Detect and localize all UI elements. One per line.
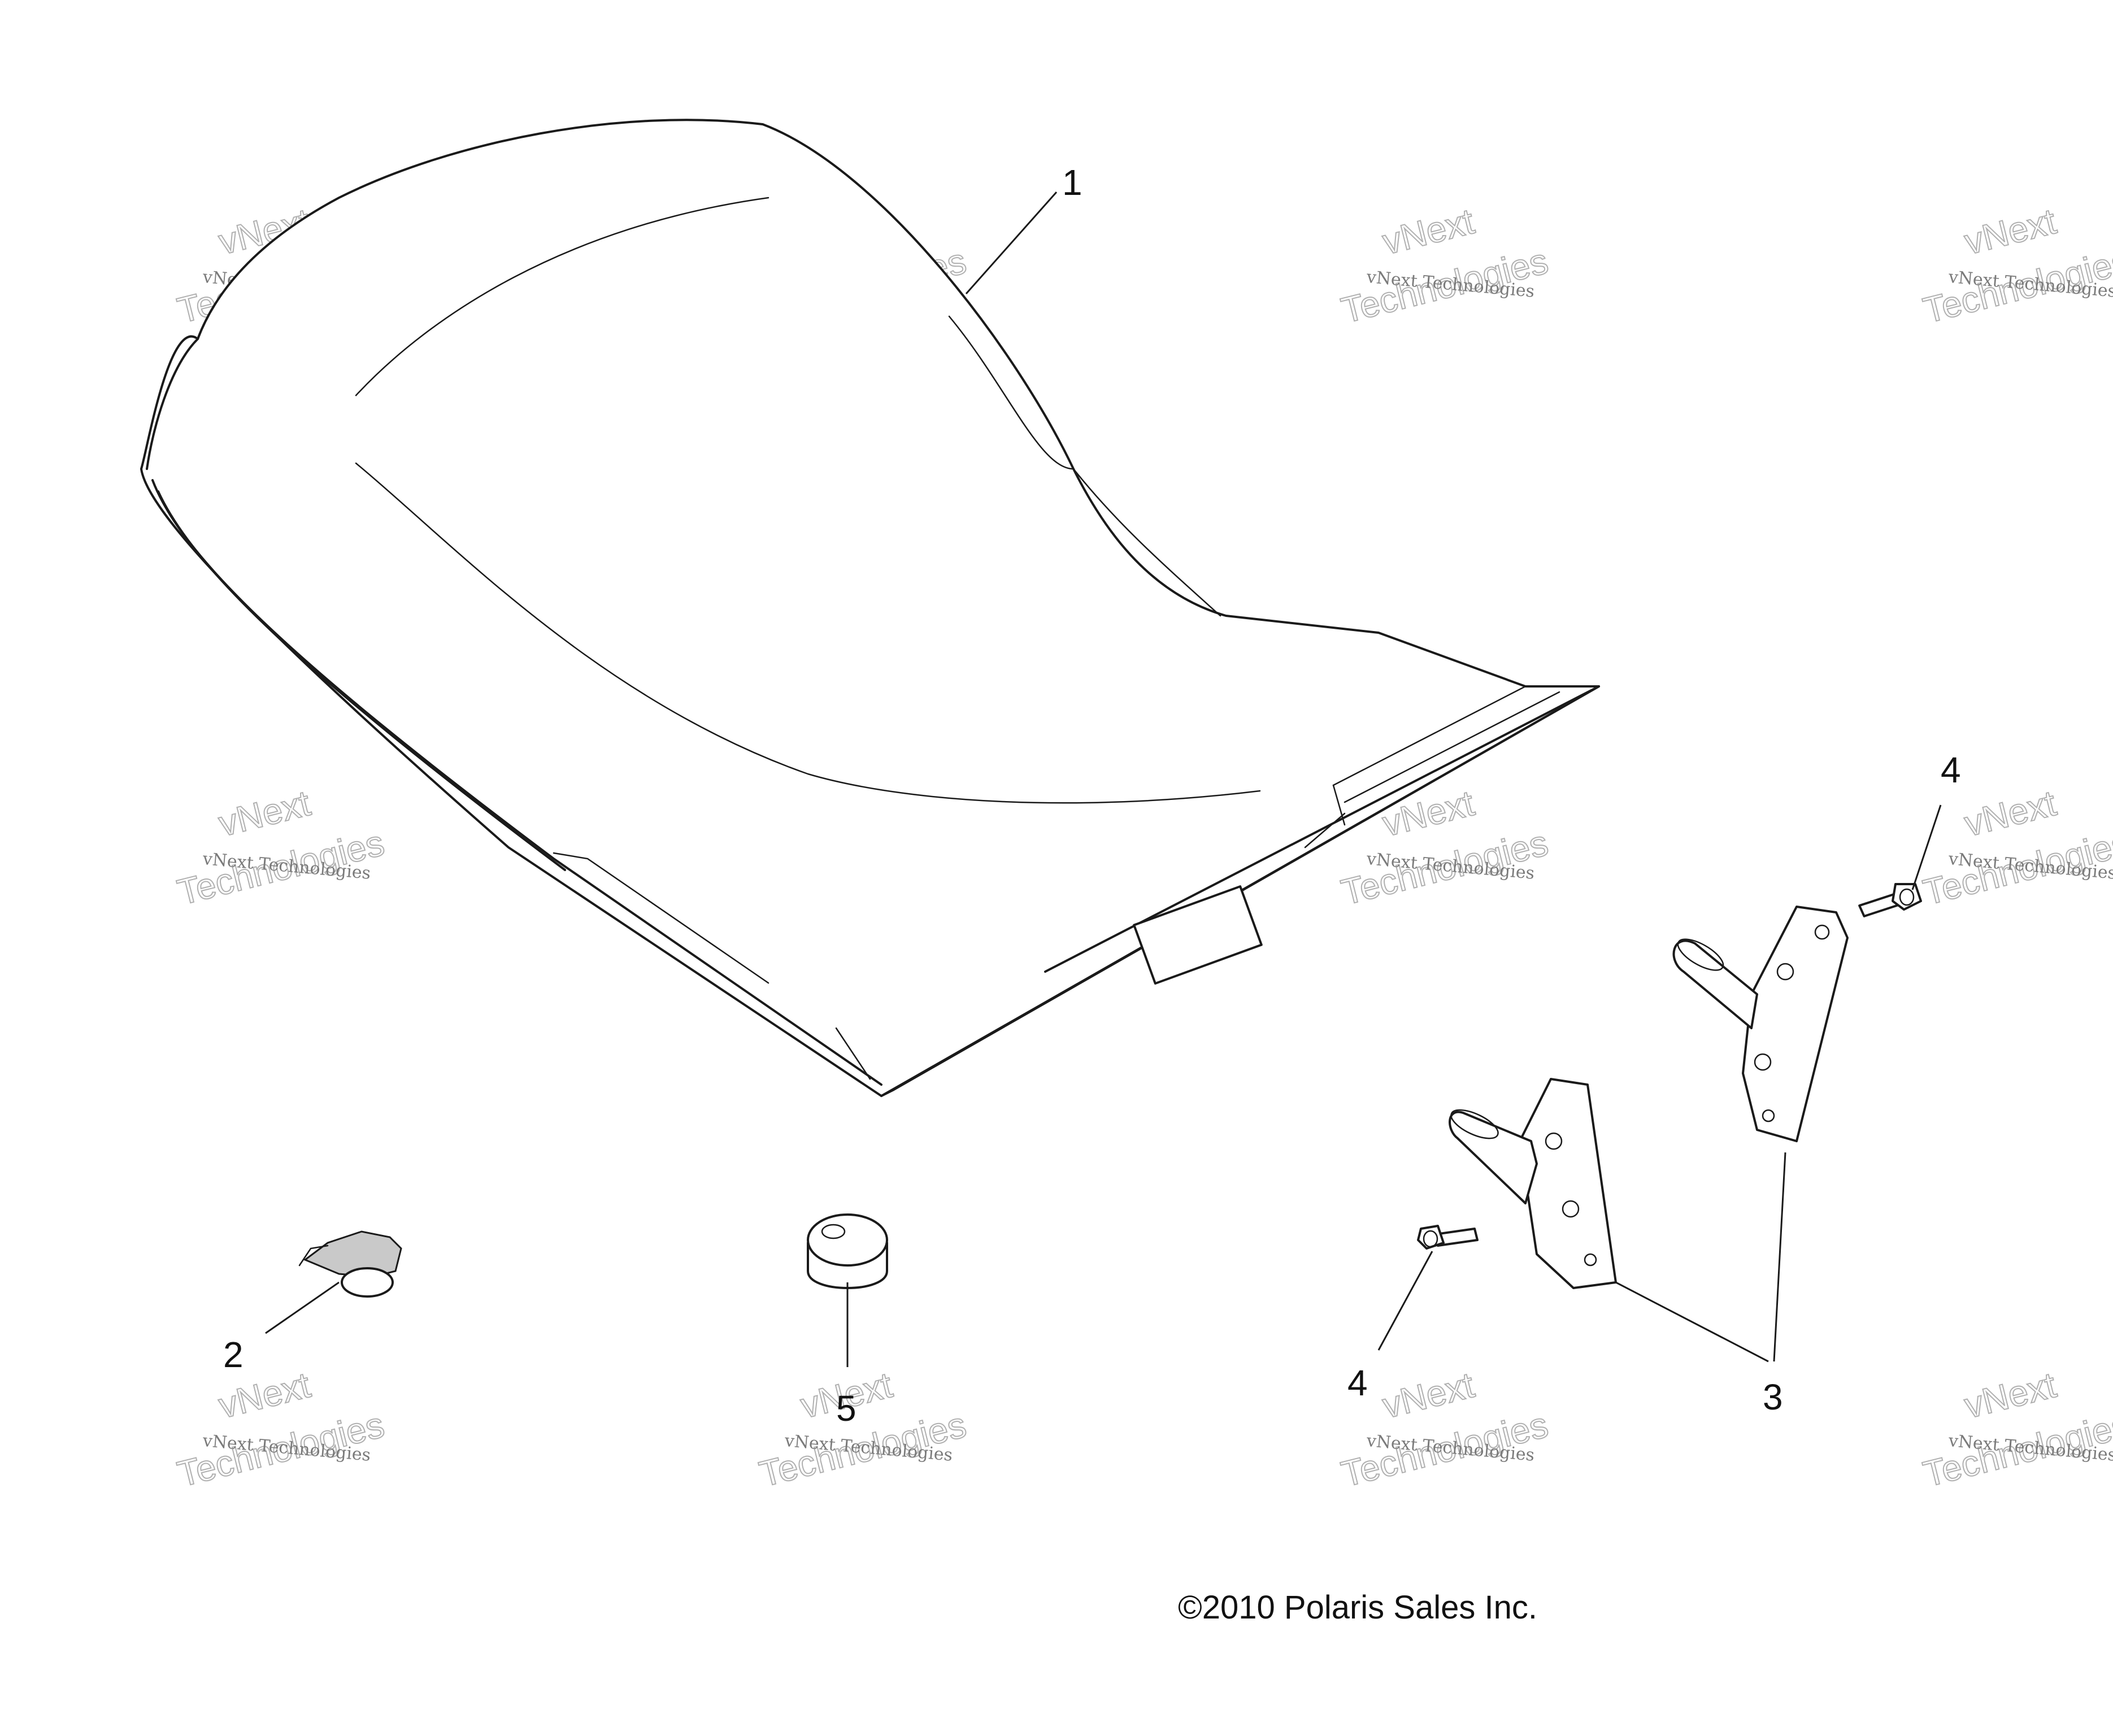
bracket-upper-part bbox=[1672, 906, 1849, 1142]
bolt-left-part bbox=[1417, 1225, 1479, 1250]
callout-4-left: 4 bbox=[1347, 1363, 1368, 1403]
watermark-big-1: vNext bbox=[215, 782, 314, 844]
callout-5: 5 bbox=[836, 1388, 856, 1429]
copyright-text: ©2010 Polaris Sales Inc. bbox=[1178, 1589, 1537, 1626]
watermark-big-1: vNext bbox=[1960, 782, 2060, 844]
callout-4-right: 4 bbox=[1941, 750, 1961, 790]
bolt-right-part bbox=[1858, 883, 1922, 917]
callout-3: 3 bbox=[1763, 1377, 1783, 1417]
watermark-big-1: vNext bbox=[1960, 201, 2060, 262]
bracket-lower-part bbox=[1449, 1078, 1617, 1289]
watermark-big-1: vNext bbox=[1379, 1364, 1478, 1426]
bumper-part bbox=[807, 1213, 888, 1289]
leader-lines bbox=[265, 192, 1942, 1367]
callout-2: 2 bbox=[223, 1334, 244, 1375]
watermark-big-1: vNext bbox=[1379, 201, 1478, 262]
callout-labels: 1 2 3 4 4 5 bbox=[223, 162, 1961, 1429]
callout-1: 1 bbox=[1062, 162, 1082, 203]
clip-part bbox=[298, 1230, 402, 1298]
watermark-big-1: vNext bbox=[1960, 1364, 2060, 1426]
seat-part bbox=[140, 119, 1600, 1097]
